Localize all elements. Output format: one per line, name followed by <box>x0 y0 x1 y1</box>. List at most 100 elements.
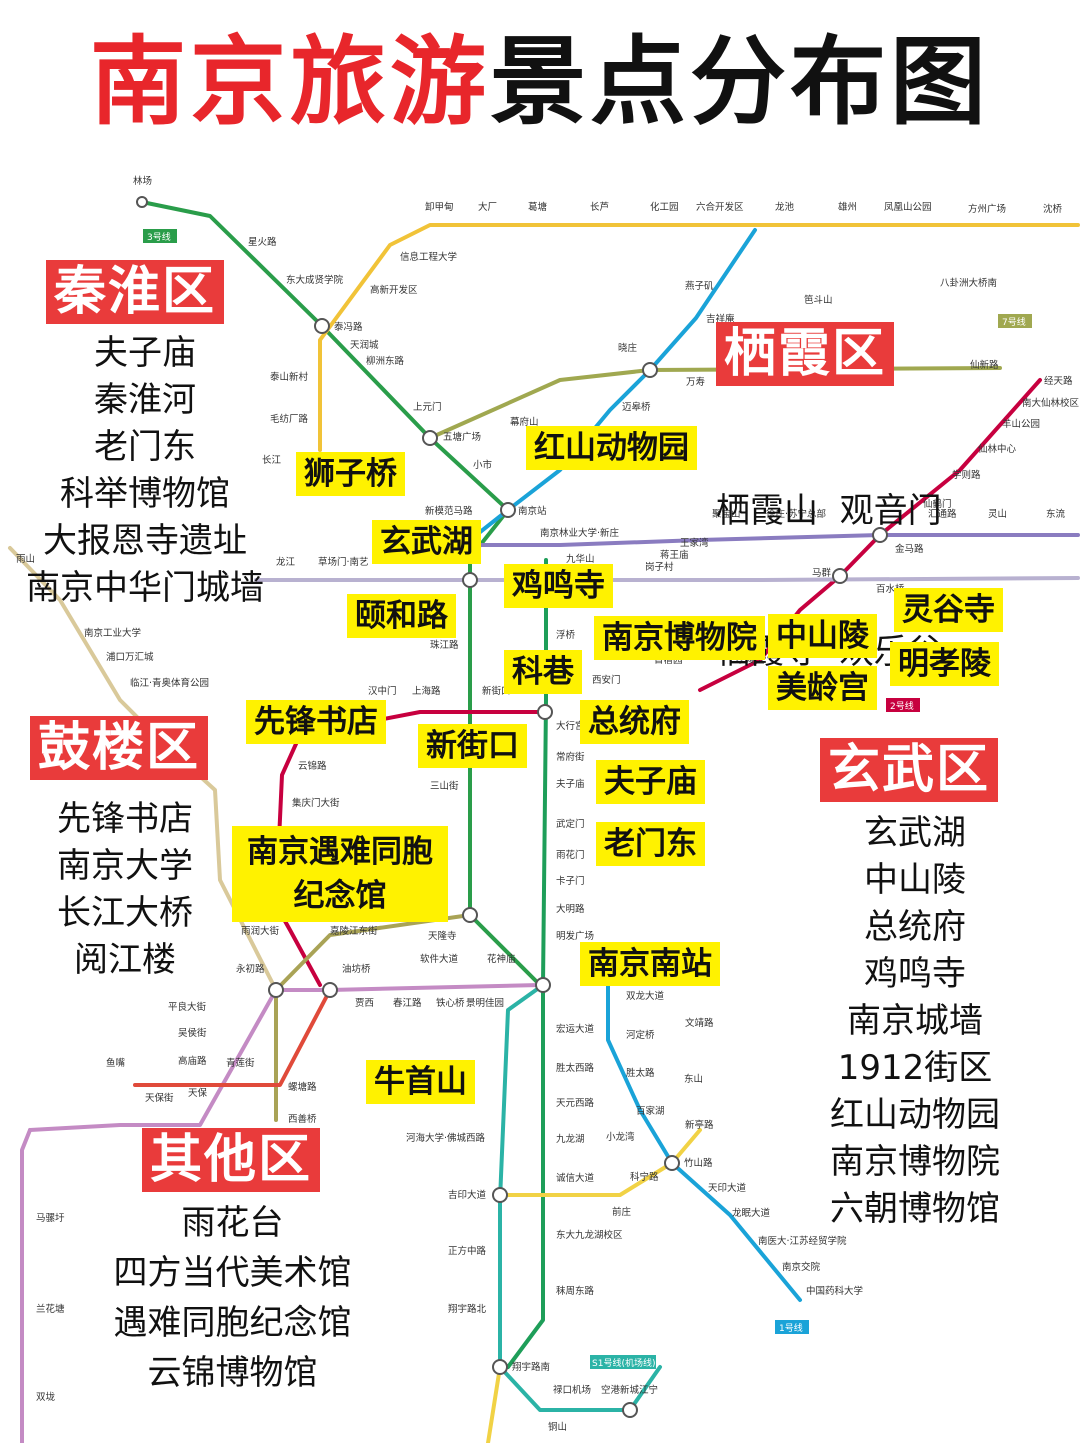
spot-item: 秦淮河 <box>94 380 196 420</box>
station-label: 河定桥 <box>626 1029 655 1041</box>
station-label: 凤凰山公园 <box>884 202 932 213</box>
line-red-west <box>133 988 332 1087</box>
highlight-label: 夫子庙 <box>596 760 705 804</box>
spot-item: 四方当代美术馆 <box>113 1253 352 1293</box>
station-label: 迈皋桥 <box>622 401 651 413</box>
spot-item: 总统府 <box>864 907 966 947</box>
station-label: 东大成贤学院 <box>286 274 344 286</box>
station-label: 秣周东路 <box>556 1285 595 1297</box>
highlight-label: 科巷 <box>504 650 582 694</box>
district-xuanwu-title: 玄武区 <box>820 738 999 802</box>
station-label: 雨山 <box>16 554 35 565</box>
station-label: 燕子矶 <box>685 280 714 292</box>
station-label: 八卦洲大桥南 <box>940 277 997 289</box>
station-label: 铁心桥 <box>436 997 465 1009</box>
station-label: 双龙大道 <box>626 990 665 1002</box>
station-label: 集庆门大街 <box>292 797 340 809</box>
station-label: 林场 <box>133 175 152 187</box>
station-label: 云锦路 <box>298 760 327 772</box>
station-label: 宏运大道 <box>556 1023 595 1035</box>
station-label: 鱼嘴 <box>106 1057 126 1069</box>
line-1 <box>468 228 757 542</box>
station-label: 珠江路 <box>430 639 459 651</box>
line-4 <box>388 533 1080 547</box>
station-label: 螺塘路 <box>288 1081 317 1093</box>
station-label: 天保 <box>188 1087 208 1099</box>
highlight-label: 颐和路 <box>347 594 456 638</box>
station-label: 九龙湖 <box>556 1133 585 1145</box>
highlight-label: 南京南站 <box>580 942 720 986</box>
station-label: 青莲街 <box>226 1057 255 1069</box>
line-tag-3: 3号线 <box>143 229 177 243</box>
spot-item: 南京中华门城墙 <box>26 568 264 608</box>
station-label: 东大九龙湖校区 <box>556 1229 623 1241</box>
station-label: 新亭路 <box>685 1119 714 1131</box>
station-label: 卸甲甸 <box>425 201 454 213</box>
station-label: 浮桥 <box>556 629 576 641</box>
station-label: 学则路 <box>952 469 981 481</box>
station-label: 南京站 <box>518 505 547 517</box>
district-qixia-title: 栖霞区 <box>716 322 895 386</box>
station-label: 天印大道 <box>708 1182 747 1194</box>
line-2-west <box>274 710 547 987</box>
station-label: 大明路 <box>556 903 585 915</box>
station-label: 天保街 <box>145 1092 174 1104</box>
station-label: 卡子门 <box>556 875 585 887</box>
spot-item: 南京大学 <box>57 846 193 886</box>
station-label: 南京工业大学 <box>84 627 141 639</box>
line-tag-s1: S1号线(机场线) <box>590 1355 656 1369</box>
station-label: 草场门·南艺 <box>318 556 369 568</box>
station-label: 天润城 <box>350 339 379 351</box>
line-tag-1-label: 1号线 <box>779 1322 803 1334</box>
spot-item: 南京城墙 <box>847 1001 983 1041</box>
station-label: 仙鹤门 <box>923 498 952 510</box>
station-label: 永初路 <box>236 963 265 975</box>
station-label: 长江 <box>262 454 282 466</box>
district-qinhuai-list: 夫子庙 秦淮河 老门东 科举博物馆 大报恩寺遗址 南京中华门城墙 <box>20 330 270 612</box>
line-tag-1: 1号线 <box>775 1320 809 1334</box>
spot-item: 先锋书店 <box>57 799 193 839</box>
spot-item: 遇难同胞纪念馆 <box>113 1303 352 1343</box>
station-label: 翔宇路北 <box>448 1303 487 1315</box>
line-tag-s1-label: S1号线(机场线) <box>592 1357 655 1369</box>
station-label: 化工园 <box>650 201 679 213</box>
line-s7-yellow <box>498 1128 702 1197</box>
station-label: 幕府山 <box>510 416 539 428</box>
title-red-part: 南京旅游 <box>90 26 490 138</box>
station-label: 仙新路 <box>970 359 999 371</box>
station-label: 岗子村 <box>645 561 674 573</box>
station-label: 前庄 <box>612 1206 632 1218</box>
station-label: 临江·青奥体育公园 <box>130 677 209 689</box>
station-label: 禄口机场 <box>553 1384 591 1396</box>
station-label: 双垅 <box>36 1391 56 1403</box>
district-xuanwu-list: 玄武湖 中山陵 总统府 鸡鸣寺 南京城墙 1912街区 红山动物园 南京博物院 … <box>810 810 1020 1233</box>
map-title: 南京旅游景点分布图 <box>0 22 1080 142</box>
station-label: 正方中路 <box>448 1245 487 1257</box>
station-label: 贾西 <box>355 998 374 1009</box>
station-label: 天隆寺 <box>428 930 457 942</box>
station-label: 铜山 <box>548 1421 567 1433</box>
district-gulou-title: 鼓楼区 <box>30 716 209 780</box>
station-label: 高新开发区 <box>370 284 418 296</box>
station-label: 中国药科大学 <box>806 1285 863 1297</box>
station-label: 东流 <box>1046 508 1066 520</box>
transfer-station-icons <box>136 196 888 1418</box>
station-label: 汉中门 <box>368 685 397 697</box>
line-s9-yellow <box>486 1365 502 1443</box>
highlight-label: 总统府 <box>580 700 689 744</box>
station-label: 龙江 <box>276 556 296 568</box>
station-label: 竹山路 <box>684 1157 713 1169</box>
station-label: 经天路 <box>1044 375 1073 387</box>
station-label: 空港新城江宁 <box>601 1384 658 1396</box>
station-label: 胜太路 <box>626 1067 655 1079</box>
line-tag-2: 2号线 <box>886 698 920 712</box>
station-label: 吉印大道 <box>448 1189 487 1201</box>
spot-item: 云锦博物馆 <box>147 1353 318 1393</box>
station-label: 诚信大道 <box>556 1172 595 1184</box>
district-other-list: 雨花台 四方当代美术馆 遇难同胞纪念馆 云锦博物馆 <box>100 1198 365 1398</box>
highlight-label: 新街口 <box>418 724 527 768</box>
line-s3-west <box>20 1128 32 1443</box>
station-label: 晓庄 <box>618 342 638 354</box>
station-label: 常府街 <box>556 751 585 763</box>
spot-item: 雨花台 <box>181 1203 284 1243</box>
